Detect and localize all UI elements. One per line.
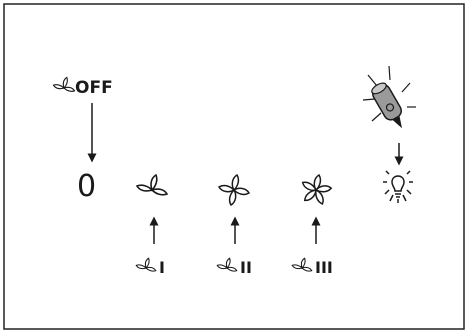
zero-position-symbol: 0 [77,169,97,204]
remote-pointer-icon [362,65,416,129]
off-label: OFF [75,78,113,98]
speed-2-label: II [240,258,252,277]
speed-1-label: I [159,258,165,277]
speed-3-label: III [315,258,333,277]
light-bulb-icon [383,170,413,203]
